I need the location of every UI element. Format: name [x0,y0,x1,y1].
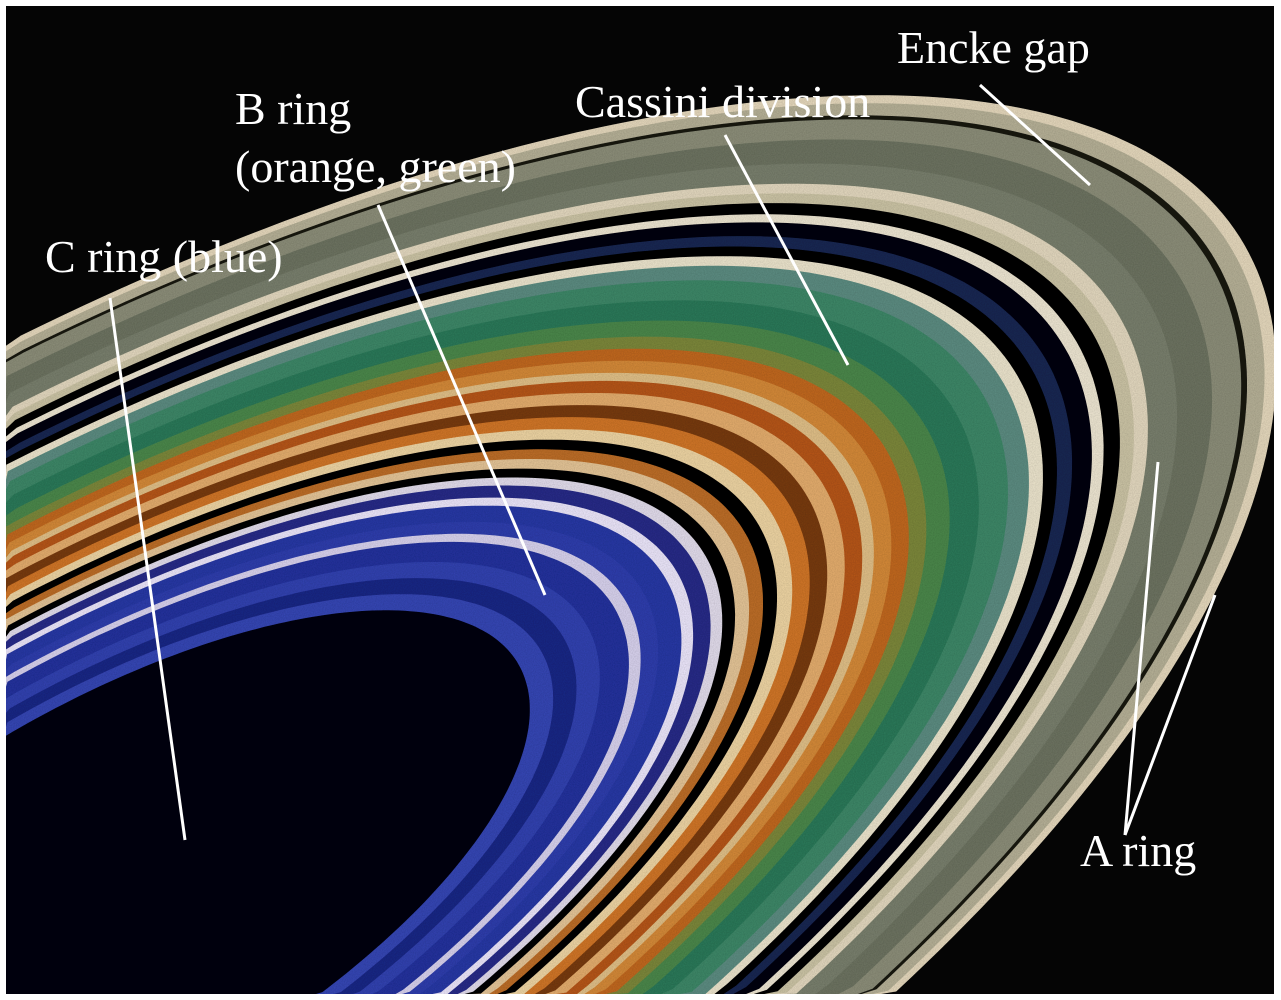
label-b-ring-colors: (orange, green) [235,141,516,192]
label-encke-gap: Encke gap [897,22,1090,73]
ring-band [6,610,530,994]
leader-lines [108,83,1217,841]
a-ring-leader-2 [1123,594,1217,836]
c-ring-leader [108,297,187,841]
a-ring-leader-1 [1123,461,1160,836]
ring-bands [6,95,1274,995]
b-ring-leader [376,204,547,596]
cassini-division-leader [723,134,850,366]
encke-gap-leader [978,83,1092,187]
label-c-ring: C ring (blue) [45,231,283,282]
label-b-ring: B ring [235,83,351,134]
label-a-ring: A ring [1080,825,1196,876]
label-cassini-division: Cassini division [575,76,870,127]
